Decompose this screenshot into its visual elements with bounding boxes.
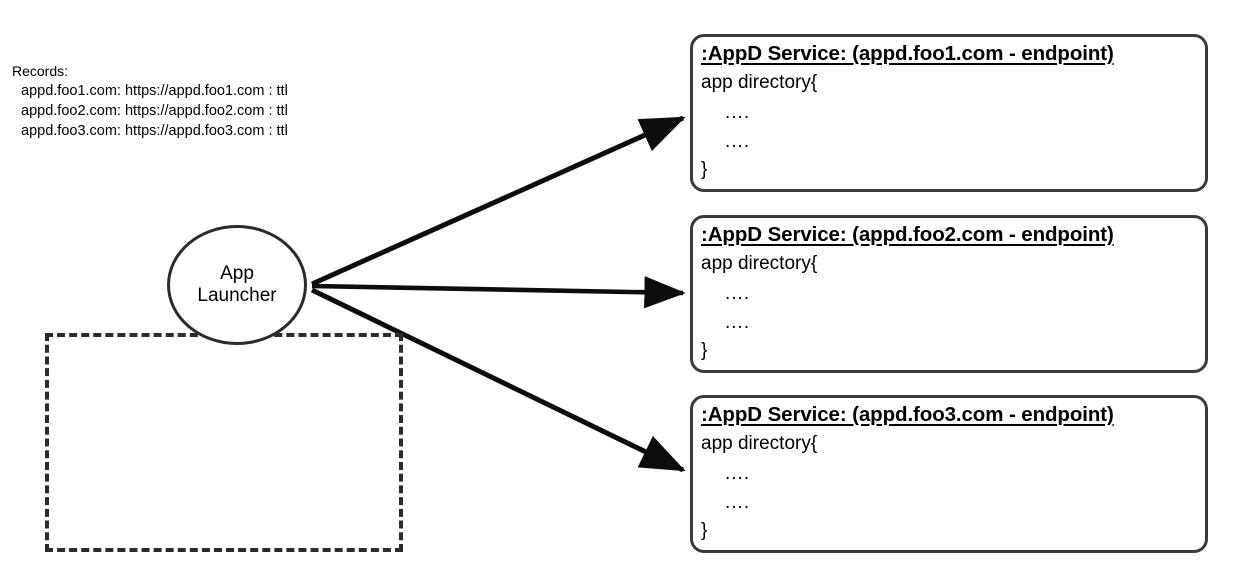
service-body-1: app directory{ .... .... } (701, 68, 1195, 184)
app-launcher-label-line-1: App (220, 262, 254, 284)
records-list: appd.foo1.com: https://appd.foo1.com : t… (12, 81, 288, 141)
service-open-line-2: app directory{ (701, 253, 818, 274)
service-box-2[interactable]: :AppD Service: (appd.foo2.com - endpoint… (690, 215, 1208, 373)
record-entry: appd.foo1.com: https://appd.foo1.com : t… (21, 83, 288, 99)
app-launcher-node[interactable]: App Launcher (167, 225, 307, 345)
service-close-line-3: } (701, 520, 708, 541)
record-entry: appd.foo2.com: https://appd.foo2.com : t… (21, 103, 288, 119)
record-entry: appd.foo3.com: https://appd.foo3.com : t… (21, 123, 288, 139)
service-open-line-3: app directory{ (701, 433, 818, 454)
service-close-line-2: } (701, 340, 708, 361)
service-dots-line-2b: .... (725, 312, 751, 333)
service-box-1[interactable]: :AppD Service: (appd.foo1.com - endpoint… (690, 34, 1208, 192)
service-dots-line-1a: .... (725, 102, 751, 123)
service-title-3: :AppD Service: (appd.foo3.com - endpoint… (701, 403, 1114, 426)
arrow-to-service-2 (311, 276, 686, 309)
service-body-3: app directory{ .... .... } (701, 429, 1195, 545)
service-title-1: :AppD Service: (appd.foo1.com - endpoint… (701, 42, 1114, 65)
service-box-3[interactable]: :AppD Service: (appd.foo3.com - endpoint… (690, 395, 1208, 553)
service-dots-line-3b: .... (725, 492, 751, 513)
app-launcher-label-line-2: Launcher (197, 285, 277, 306)
service-close-line-1: } (701, 159, 708, 180)
service-title-2: :AppD Service: (appd.foo2.com - endpoint… (701, 223, 1114, 246)
records-text-block: Records: appd.foo1.com: https://appd.foo… (12, 62, 288, 141)
service-body-2: app directory{ .... .... } (701, 249, 1195, 365)
service-dots-line-2a: .... (725, 283, 751, 304)
records-title: Records: (12, 63, 69, 79)
service-dots-line-3a: .... (725, 463, 751, 484)
arrow-to-service-1 (310, 115, 686, 287)
records-container (45, 333, 403, 552)
service-dots-line-1b: .... (725, 131, 751, 152)
service-open-line-1: app directory{ (701, 72, 818, 93)
